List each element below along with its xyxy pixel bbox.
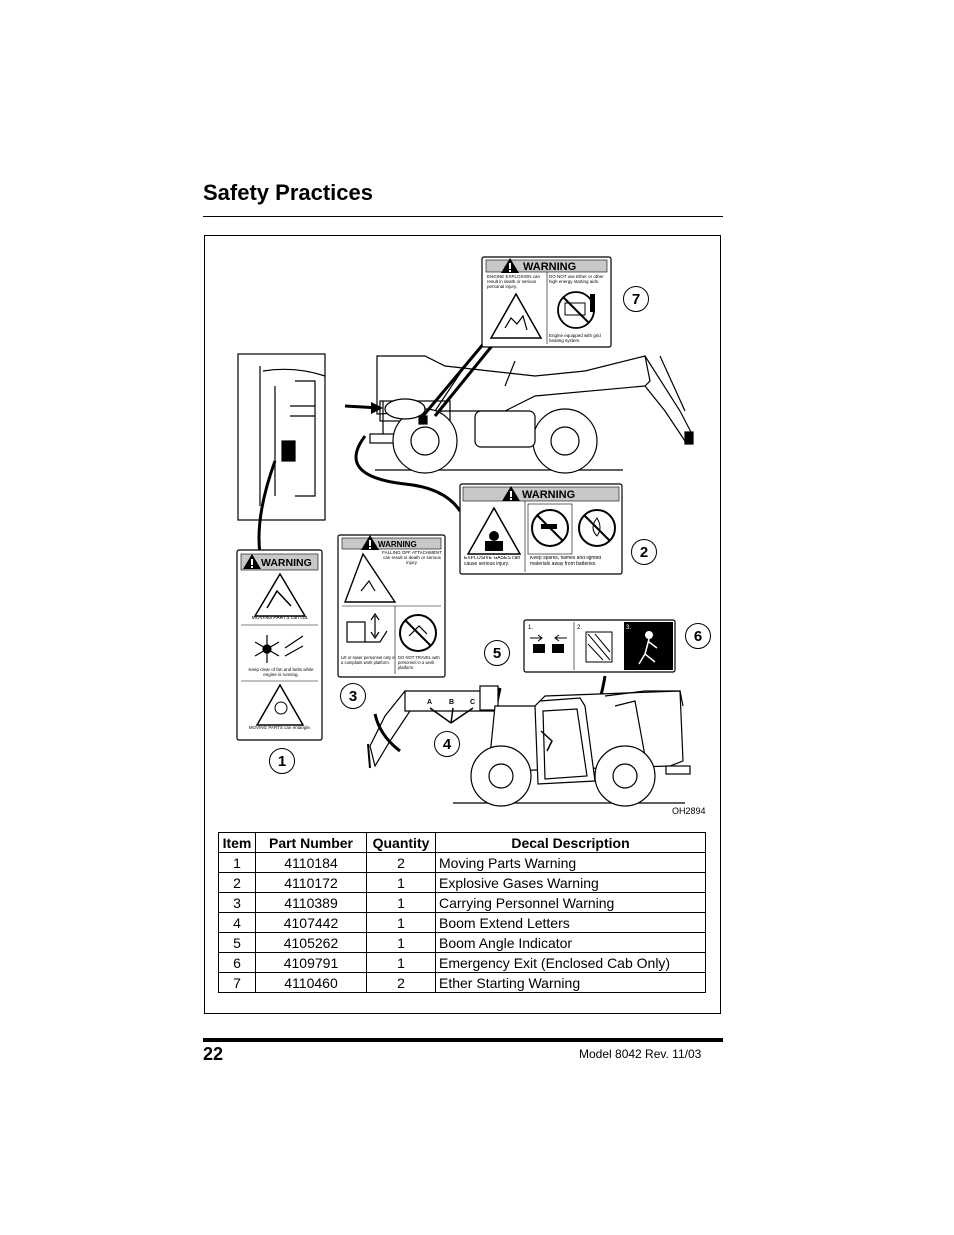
decal-1-moving-parts: WARNING MOVING PARTS can cut. Keep clear… <box>236 549 323 741</box>
decal-3-left-text: Lift or lower personnel only in a compli… <box>341 656 396 665</box>
callout-6: 6 <box>685 623 711 649</box>
quantity-cell: 2 <box>366 852 436 873</box>
callout-2: 2 <box>631 539 657 565</box>
item-cell: 3 <box>218 892 256 913</box>
decal-2-explosive-gases: WARNING EXPLOSIVE GASES can cause seriou… <box>459 483 623 575</box>
description-cell: Explosive Gases Warning <box>435 872 706 893</box>
decal-3-top-text: FALLING OFF ATTACHMENT can result in dea… <box>382 550 442 565</box>
footer-model-revision: Model 8042 Rev. 11/03 <box>579 1047 702 1061</box>
item-cell: 4 <box>218 912 256 933</box>
page-number: 22 <box>203 1044 224 1064</box>
part-number-cell: 4110460 <box>255 972 367 993</box>
decal-1-mid-text: Keep clear of fan and belts while engine… <box>248 667 314 677</box>
decal-6-step-3: 3. <box>626 625 631 631</box>
decal-3-carrying-personnel: WARNING FALLING OFF ATTACHMENT can resul… <box>337 534 446 678</box>
description-cell: Boom Angle Indicator <box>435 932 706 953</box>
quantity-cell: 1 <box>366 932 436 953</box>
decal-1-warning-word: WARNING <box>261 557 312 569</box>
boom-letter-c: C <box>470 699 475 706</box>
decal-2-right-text: Keep sparks, flames and lighted material… <box>530 556 602 567</box>
part-number-cell: 4109791 <box>255 952 367 973</box>
decal-7-warning-word: WARNING <box>523 261 576 273</box>
description-cell: Ether Starting Warning <box>435 972 706 993</box>
part-number-cell: 4110389 <box>255 892 367 913</box>
decal-1-bottom-text: MOVING PARTS can entangle. <box>248 725 312 730</box>
header-item: Item <box>218 832 256 853</box>
decal-table: Item Part Number Quantity Decal Descript… <box>218 832 706 993</box>
quantity-cell: 1 <box>366 892 436 913</box>
part-number-cell: 4110184 <box>255 852 367 873</box>
figure-id: OH2894 <box>672 806 706 816</box>
upper-machine-illustration <box>369 355 694 474</box>
decal-2-warning-word: WARNING <box>522 489 575 501</box>
decal-7-ether-warning: WARNING ENGINE EXPLOSION can result in d… <box>481 256 612 348</box>
header-quantity: Quantity <box>366 832 436 853</box>
quantity-cell: 1 <box>366 872 436 893</box>
decal-3-right-text: DO NOT TRAVEL with personnel in a work p… <box>398 656 440 670</box>
description-cell: Moving Parts Warning <box>435 852 706 873</box>
description-cell: Emergency Exit (Enclosed Cab Only) <box>435 952 706 973</box>
decal-6-step-2: 2. <box>577 625 582 631</box>
part-number-cell: 4110172 <box>255 872 367 893</box>
lower-machine-illustration: A B C <box>367 685 691 807</box>
part-number-cell: 4107442 <box>255 912 367 933</box>
decal-6-emergency-exit: 1. 2. 3. <box>523 619 676 673</box>
figure-frame: WARNING ENGINE EXPLOSION can result in d… <box>204 235 721 1014</box>
decal-7-left-text: ENGINE EXPLOSION can result in death or … <box>487 274 541 289</box>
header-decal-description: Decal Description <box>435 832 706 853</box>
quantity-cell: 2 <box>366 972 436 993</box>
boom-letter-b: B <box>449 699 454 706</box>
decal-7-right-text: DO NOT use Ether or other high energy st… <box>549 274 604 284</box>
page-title: Safety Practices <box>203 180 373 205</box>
callout-7: 7 <box>623 286 649 312</box>
callout-1: 1 <box>269 748 295 774</box>
table-header-row: Item Part Number Quantity Decal Descript… <box>218 832 706 853</box>
item-cell: 1 <box>218 852 256 873</box>
part-number-cell: 4105262 <box>255 932 367 953</box>
decal-location-figure: WARNING ENGINE EXPLOSION can result in d… <box>236 256 694 807</box>
item-cell: 2 <box>218 872 256 893</box>
description-cell: Carrying Personnel Warning <box>435 892 706 913</box>
quantity-cell: 1 <box>366 912 436 933</box>
description-cell: Boom Extend Letters <box>435 912 706 933</box>
callout-3: 3 <box>340 683 366 709</box>
decal-7-bottom-text: Engine equipped with grid heating system… <box>549 333 601 343</box>
item-cell: 7 <box>218 972 256 993</box>
boom-letter-a: A <box>427 699 432 706</box>
footer-rule <box>203 1038 723 1042</box>
decal-6-step-1: 1. <box>528 625 533 631</box>
decal-1-top-text: MOVING PARTS can cut. <box>251 616 309 621</box>
engine-fan-inset <box>237 353 326 521</box>
item-cell: 6 <box>218 952 256 973</box>
item-cell: 5 <box>218 932 256 953</box>
header-part-number: Part Number <box>255 832 367 853</box>
title-rule <box>203 216 723 217</box>
quantity-cell: 1 <box>366 952 436 973</box>
callout-5: 5 <box>484 640 510 666</box>
decal-3-warning-word: WARNING <box>378 540 417 549</box>
decal-2-left-text: EXPLOSIVE GASES can cause serious injury… <box>464 556 521 567</box>
callout-4: 4 <box>434 731 460 757</box>
